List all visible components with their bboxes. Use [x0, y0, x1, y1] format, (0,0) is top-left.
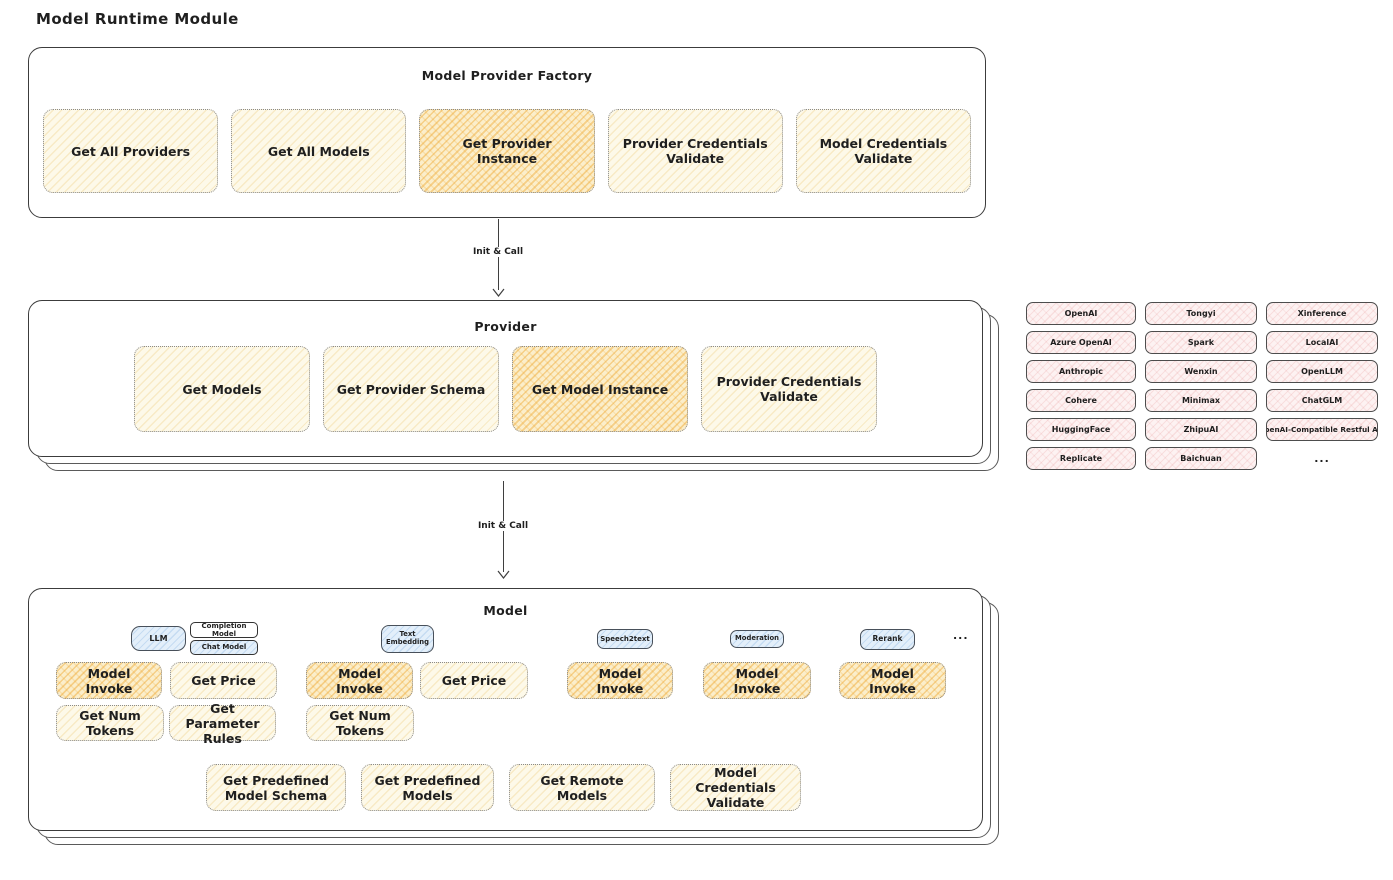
moderation-tag: Moderation [730, 630, 784, 648]
llm-get-parameter-rules-box: Get Parameter Rules [169, 701, 276, 746]
get-all-providers-box: Get All Providers [43, 109, 219, 193]
provider-chip-baichuan: Baichuan [1145, 447, 1257, 470]
provider-chip-localai: LocalAI [1266, 331, 1378, 354]
llm-model-invoke-box: Model Invoke [56, 662, 162, 699]
rerank-tag: Rerank [860, 629, 915, 650]
rerank-model-invoke-box: Model Invoke [839, 662, 946, 699]
s2t-model-invoke-box: Model Invoke [567, 662, 673, 699]
model-box: Model LLM Completion Model Chat Model Te… [28, 588, 983, 831]
model-bottom-row: Get Predefined Model Schema Get Predefin… [206, 764, 801, 811]
model-types-ellipsis: ... [953, 629, 969, 642]
factory-title: Model Provider Factory [421, 68, 593, 83]
provider-chip-xinference: Xinference [1266, 302, 1378, 325]
get-all-models-box: Get All Models [231, 109, 407, 193]
chat-model-tag: Chat Model [190, 640, 258, 655]
te-get-price-box: Get Price [420, 662, 528, 699]
get-provider-schema-box: Get Provider Schema [323, 346, 499, 432]
provider-chip-anthropic: Anthropic [1026, 360, 1136, 383]
provider-chip-cohere: Cohere [1026, 389, 1136, 412]
providers-grid: OpenAI Tongyi Xinference Azure OpenAI Sp… [1026, 302, 1378, 470]
get-remote-models-box: Get Remote Models [509, 764, 655, 811]
te-get-num-tokens-box: Get Num Tokens [306, 705, 414, 741]
provider-chip-zhipuai: ZhipuAI [1145, 418, 1257, 441]
provider-chip-openllm: OpenLLM [1266, 360, 1378, 383]
provider-chip-minimax: Minimax [1145, 389, 1257, 412]
text-embedding-tag: Text Embedding [381, 625, 434, 653]
get-model-instance-box: Get Model Instance [512, 346, 688, 432]
provider-chip-openai-compatible: OpenAI-Compatible Restful API [1266, 418, 1378, 441]
factory-method-row: Get All Providers Get All Models Get Pro… [43, 109, 972, 193]
get-predefined-model-schema-box: Get Predefined Model Schema [206, 764, 346, 811]
provider-credentials-validate-box: Provider Credentials Validate [607, 109, 783, 193]
arrow-label: Init & Call [473, 521, 533, 531]
get-provider-instance-box: Get Provider Instance [419, 109, 595, 193]
provider-chip-spark: Spark [1145, 331, 1257, 354]
provider-credentials-validate-box-2: Provider Credentials Validate [701, 346, 877, 432]
provider-box: Provider Get Models Get Provider Schema … [28, 300, 983, 457]
speech2text-tag: Speech2text [597, 629, 653, 649]
llm-get-num-tokens-box: Get Num Tokens [56, 705, 164, 741]
te-model-invoke-box: Model Invoke [306, 662, 413, 699]
arrow-down-icon [492, 288, 505, 297]
llm-get-price-box: Get Price [170, 662, 277, 699]
get-models-box: Get Models [134, 346, 310, 432]
arrow-down-icon [497, 570, 510, 579]
arrow-label: Init & Call [468, 247, 528, 257]
provider-chip-azure-openai: Azure OpenAI [1026, 331, 1136, 354]
get-predefined-models-box: Get Predefined Models [361, 764, 494, 811]
moderation-model-invoke-box: Model Invoke [703, 662, 811, 699]
factory-box: Model Provider Factory Get All Providers… [28, 47, 986, 218]
provider-chip-tongyi: Tongyi [1145, 302, 1257, 325]
provider-title: Provider [474, 319, 537, 334]
llm-tag: LLM [131, 626, 186, 651]
provider-method-row: Get Models Get Provider Schema Get Model… [29, 346, 982, 432]
provider-chip-wenxin: Wenxin [1145, 360, 1257, 383]
provider-chip-chatglm: ChatGLM [1266, 389, 1378, 412]
provider-chip-openai: OpenAI [1026, 302, 1136, 325]
model-credentials-validate-box: Model Credentials Validate [795, 109, 972, 193]
provider-chip-huggingface: HuggingFace [1026, 418, 1136, 441]
provider-chip-replicate: Replicate [1026, 447, 1136, 470]
model-credentials-validate-box-2: Model Credentials Validate [670, 764, 801, 811]
model-title: Model [483, 603, 528, 618]
providers-ellipsis: ... [1314, 452, 1330, 465]
page-title: Model Runtime Module [36, 10, 239, 28]
completion-model-tag: Completion Model [190, 622, 258, 638]
